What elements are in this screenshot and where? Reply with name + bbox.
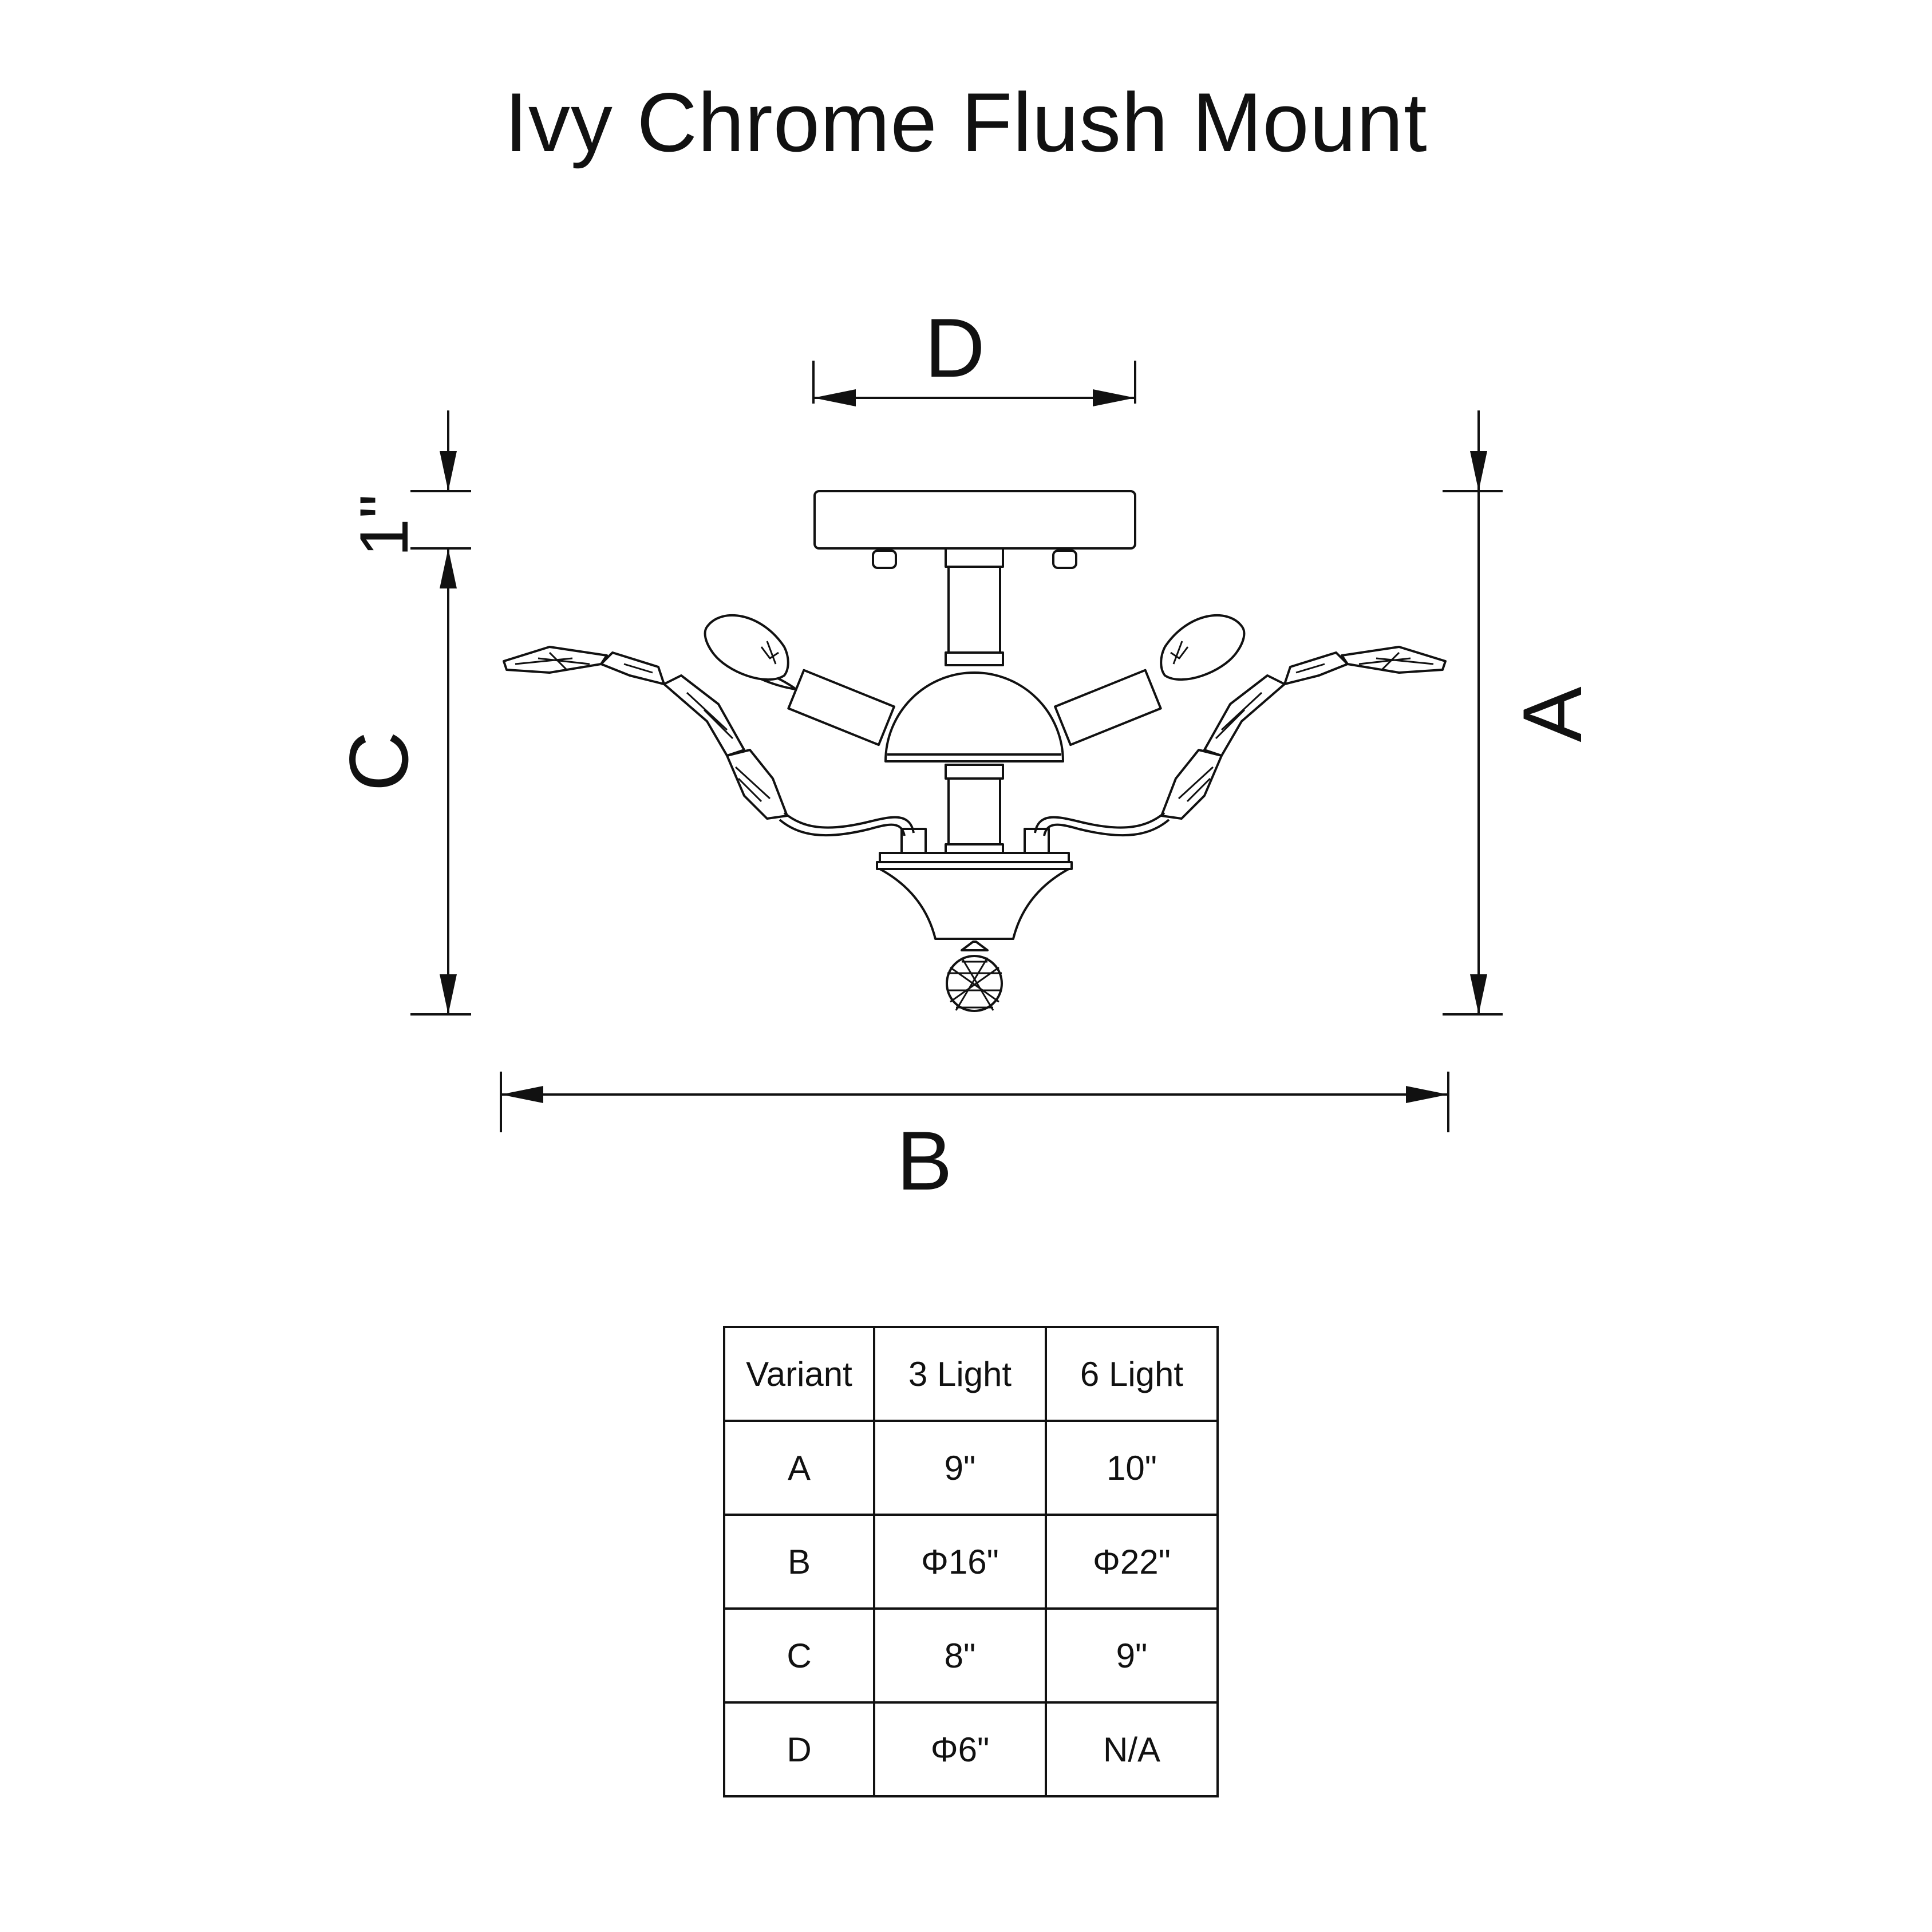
table-header-cell: 3 Light bbox=[873, 1326, 1047, 1422]
table-header-cell: Variant bbox=[723, 1326, 875, 1422]
table-cell: C bbox=[723, 1607, 875, 1704]
dimension-d bbox=[812, 361, 1136, 406]
table-cell: B bbox=[723, 1514, 875, 1610]
dimension-table: Variant 3 Light 6 Light A 9" 10" B Φ16" … bbox=[723, 1326, 1219, 1797]
table-header-row: Variant 3 Light 6 Light bbox=[723, 1326, 1219, 1422]
table-cell: 9" bbox=[873, 1420, 1047, 1516]
table-cell: N/A bbox=[1045, 1701, 1219, 1797]
canopy-gap-label: 1" bbox=[346, 494, 422, 556]
table-row: A 9" 10" bbox=[723, 1420, 1219, 1516]
table-cell: 10" bbox=[1045, 1420, 1219, 1516]
table-cell: D bbox=[723, 1701, 875, 1797]
table-cell: 8" bbox=[873, 1607, 1047, 1704]
page-title: Ivy Chrome Flush Mount bbox=[504, 76, 1428, 169]
dimension-a bbox=[1443, 410, 1503, 1016]
table-row: B Φ16" Φ22" bbox=[723, 1514, 1219, 1610]
dimension-b bbox=[500, 1072, 1449, 1132]
dimension-a-label: A bbox=[1506, 686, 1599, 742]
table-cell: Φ6" bbox=[873, 1701, 1047, 1797]
table-cell: Φ16" bbox=[873, 1514, 1047, 1610]
fixture-outline bbox=[704, 490, 1246, 1012]
table-row: D Φ6" N/A bbox=[723, 1701, 1219, 1797]
dimension-c-label: C bbox=[332, 731, 425, 791]
table-row: C 8" 9" bbox=[723, 1607, 1219, 1704]
dimension-c bbox=[410, 410, 471, 1016]
table-cell: Φ22" bbox=[1045, 1514, 1219, 1610]
dimension-d-label: D bbox=[924, 301, 985, 394]
table-header-cell: 6 Light bbox=[1045, 1326, 1219, 1422]
left-crystal-arm bbox=[503, 646, 915, 837]
table-cell: 9" bbox=[1045, 1607, 1219, 1704]
dimension-b-label: B bbox=[896, 1114, 952, 1207]
right-crystal-arm bbox=[1034, 646, 1447, 837]
table-cell: A bbox=[723, 1420, 875, 1516]
fixture-dimension-drawing: D 1" C A B bbox=[332, 301, 1599, 1207]
